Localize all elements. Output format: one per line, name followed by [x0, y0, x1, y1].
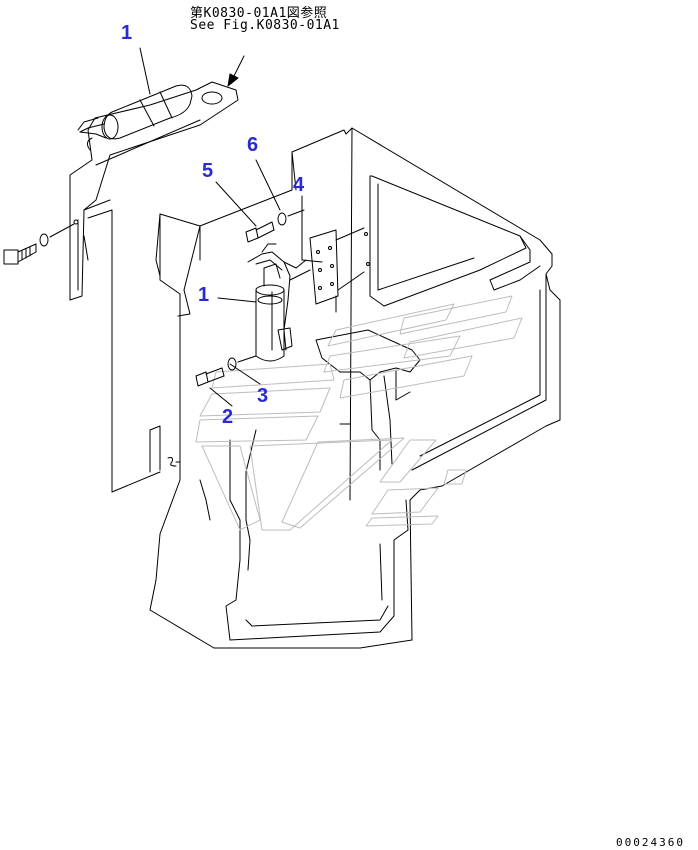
callout-1-main: 1: [198, 284, 210, 306]
small-screw: [168, 458, 180, 467]
callout-2: 2: [222, 406, 234, 428]
fire-extinguisher-upper: [78, 85, 192, 150]
leader-lines: [140, 48, 322, 406]
reference-text-en: See Fig.K0830-01A1: [190, 18, 340, 33]
mounting-plate: [310, 228, 370, 312]
fire-extinguisher-main: [248, 244, 310, 361]
callout-5: 5: [202, 160, 214, 182]
callout-4: 4: [293, 174, 305, 196]
upper-bracket: [70, 82, 238, 300]
watermark-pattern: [196, 296, 522, 530]
reference-text-jp: 第K0830-01A1図参照: [190, 6, 328, 21]
reference-arrow: [228, 56, 244, 86]
document-id: 00024360: [616, 836, 685, 849]
bolt-left: [4, 224, 74, 264]
callout-6: 6: [247, 134, 259, 156]
callout-1-upper: 1: [121, 22, 133, 44]
bolt-5: [246, 210, 304, 242]
left-wall-panel: [88, 210, 160, 492]
callout-3: 3: [257, 385, 269, 407]
bolt-2: [196, 356, 256, 386]
cab-body: [150, 128, 560, 648]
